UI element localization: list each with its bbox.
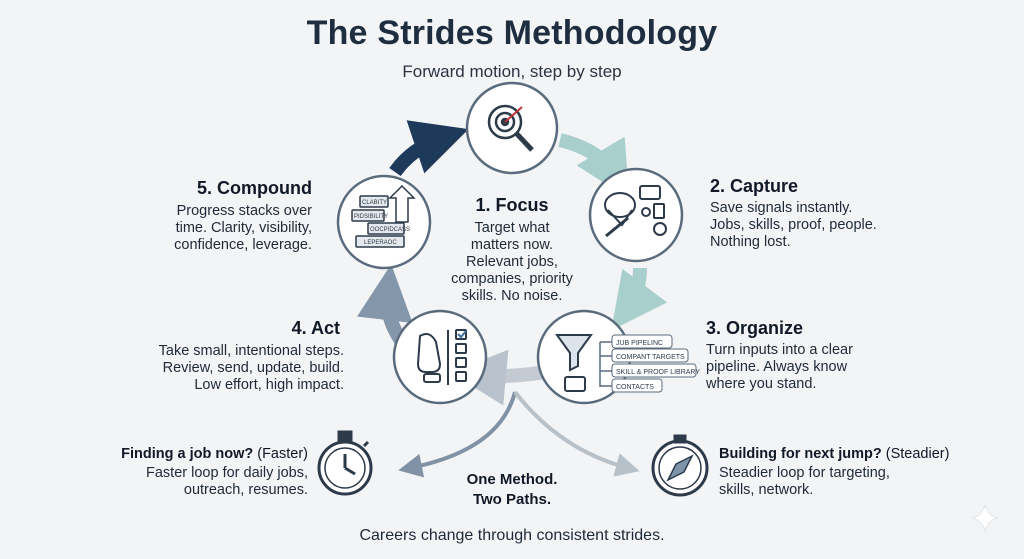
stopwatch-icon: [317, 430, 373, 496]
block-clarity: CLABITY: [362, 200, 387, 206]
organize-circle: JUB PIPELINC COMPANT TARGETS SKILL & PRO…: [536, 309, 700, 405]
steadier-path-title: Building for next jump?: [719, 446, 882, 462]
arrow-organize-to-act: [450, 349, 547, 406]
block-visibility: PIDSIBILITY: [354, 214, 388, 220]
faster-path-block: Finding a job now? (Faster) Faster loop …: [86, 446, 308, 499]
act-heading: 4. Act: [291, 318, 340, 338]
compound-line: confidence, leverage.: [174, 237, 312, 253]
funnel-icon: [555, 334, 593, 392]
stacked-blocks-icon: [351, 184, 416, 248]
focus-line: skills. No noise.: [461, 288, 563, 304]
focus-line: companies, priority: [451, 271, 573, 287]
sparkle-icon: [971, 503, 999, 533]
organize-block: 3. Organize Turn inputs into a clear pip…: [706, 318, 906, 393]
capture-block: 2. Capture Save signals instantly. Jobs,…: [710, 176, 910, 251]
compound-line: Progress stacks over: [176, 203, 312, 219]
focus-line: matters now.: [470, 237, 554, 253]
compound-line: time. Clarity, visibility,: [175, 220, 312, 236]
block-confidence: OOCPIDCASS: [370, 227, 410, 233]
target-magnifier-icon: [487, 104, 534, 152]
compass-icon: [651, 434, 709, 497]
compound-block: 5. Compound Progress stacks over time. C…: [130, 178, 312, 254]
block-leverage: LEPERAOC: [364, 240, 397, 246]
capture-line: Jobs, skills, proof, people.: [710, 217, 877, 233]
steadier-path-block: Building for next jump? (Steadier) Stead…: [719, 446, 989, 499]
arrow-steadier-path: [513, 390, 640, 477]
capture-circle: [588, 167, 684, 263]
focus-circle: [465, 81, 559, 175]
faster-path-line: outreach, resumes.: [183, 482, 308, 498]
center-line-2: Two Paths.: [472, 491, 552, 508]
organize-line: Turn inputs into a clear: [706, 342, 853, 358]
faster-path-line: Faster loop for daily jobs,: [146, 465, 308, 481]
focus-block: 1. Focus Target what matters now. Releva…: [440, 195, 584, 305]
organize-line: pipeline. Always know: [706, 359, 848, 375]
faster-path-title: Finding a job now?: [121, 446, 254, 462]
focus-line: Relevant jobs,: [466, 254, 558, 270]
page-subtitle: Forward motion, step by step: [402, 62, 622, 81]
center-caption: One Method. Two Paths.: [440, 470, 584, 510]
pill-job-pipeline: JUB PIPELINC: [616, 340, 663, 347]
organize-heading: 3. Organize: [706, 318, 804, 338]
pill-company-targets: COMPANT TARGETS: [616, 354, 685, 361]
steadier-path-line: Steadier loop for targeting,: [719, 465, 890, 481]
compound-circle: CLABITY PIDSIBILITY OOCPIDCASS LEPERAOC: [336, 174, 432, 270]
capture-heading: 2. Capture: [710, 176, 799, 196]
page-title: The Strides Methodology: [306, 14, 718, 52]
pill-contacts: CONTACTS: [616, 384, 654, 391]
steadier-path-line: skills, network.: [719, 482, 814, 498]
focus-line: Target what: [474, 220, 550, 236]
compound-heading: 5. Compound: [197, 178, 312, 198]
center-line-1: One Method.: [466, 471, 558, 488]
arrow-capture-to-organize: [611, 267, 668, 331]
footer-tagline: Careers change through consistent stride…: [359, 527, 665, 544]
steadier-path-tag: (Steadier): [881, 446, 950, 462]
act-circle: [392, 309, 488, 405]
footprint-checklist-icon: [416, 329, 467, 385]
organize-pills: JUB PIPELINC COMPANT TARGETS SKILL & PRO…: [599, 334, 700, 393]
organize-line: where you stand.: [706, 376, 817, 392]
focus-heading: 1. Focus: [475, 195, 549, 215]
act-line: Low effort, high impact.: [194, 377, 344, 393]
arrow-focus-to-capture: [558, 133, 630, 200]
faster-path-tag: (Faster): [253, 446, 308, 462]
act-line: Take small, intentional steps.: [158, 343, 344, 359]
capture-line: Save signals instantly.: [710, 200, 853, 216]
arrow-faster-path: [398, 391, 517, 478]
butterfly-net-icon: [604, 185, 667, 238]
capture-line: Nothing lost.: [710, 234, 791, 250]
pill-skill-proof-library: SKILL & PROOF LIBRARY: [616, 369, 700, 376]
arrow-compound-to-focus: [389, 120, 469, 177]
act-line: Review, send, update, build.: [162, 360, 344, 376]
act-block: 4. Act Take small, intentional steps. Re…: [128, 318, 344, 394]
